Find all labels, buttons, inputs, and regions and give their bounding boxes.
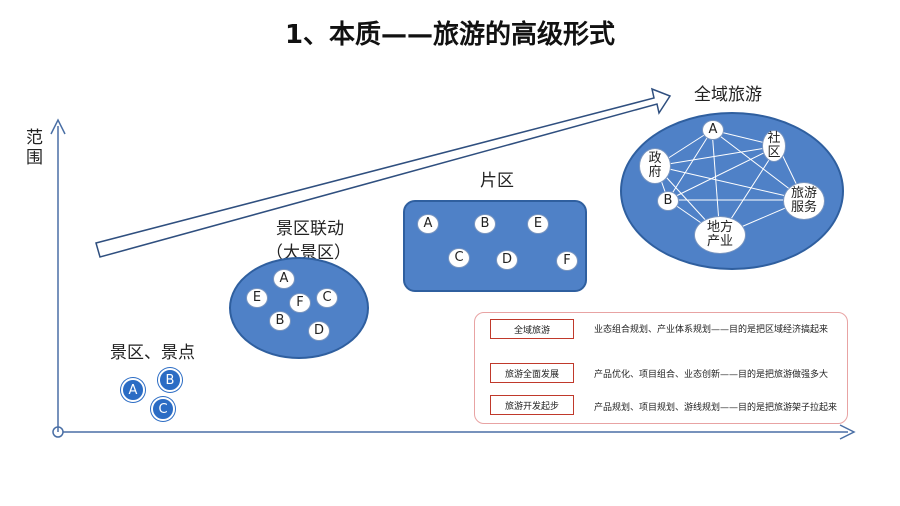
- stage4-node-community: 社区: [762, 130, 786, 162]
- stage1-label: 景区、景点: [110, 343, 195, 363]
- stage2-node-f: F: [289, 293, 311, 313]
- page-title: 1、本质——旅游的高级形式: [284, 20, 616, 50]
- legend-desc-global: 业态组合规划、产业体系规划——目的是把区域经济搞起来: [594, 325, 829, 335]
- stage1-node-b: B: [158, 368, 182, 392]
- stage4-node-b: B: [657, 191, 679, 211]
- legend-desc-initial: 产品规划、项目规划、游线规划——目的是把旅游架子拉起来: [594, 403, 838, 413]
- stage1-node-c: C: [151, 397, 175, 421]
- stage3-label: 片区: [480, 171, 514, 191]
- stage2-label: 景区联动: [276, 219, 344, 239]
- stage3-node-a: A: [417, 214, 439, 234]
- stage4-node-government: 政府: [639, 148, 671, 184]
- growth-arrow: [95, 87, 672, 258]
- stage3-node-c: C: [448, 248, 470, 268]
- legend-stage-full-development: 旅游全面发展: [490, 363, 574, 383]
- y-axis: [50, 118, 66, 432]
- stage1-node-a: A: [121, 378, 145, 402]
- stage3-node-f: F: [556, 251, 578, 271]
- stage3-node-d: D: [496, 250, 518, 270]
- stage2-node-d: D: [308, 321, 330, 341]
- stage2-node-b: B: [269, 311, 291, 331]
- stage4-node-local-industry: 地方产业: [694, 216, 746, 254]
- legend-stage-initial: 旅游开发起步: [490, 395, 574, 415]
- x-axis: [52, 424, 856, 440]
- stage2-node-c: C: [316, 288, 338, 308]
- stage2-node-a: A: [273, 269, 295, 289]
- stage2-node-e: E: [246, 288, 268, 308]
- legend-stage-global: 全域旅游: [490, 319, 574, 339]
- stage3-node-b: B: [474, 214, 496, 234]
- y-axis-label: 范围: [26, 128, 43, 168]
- stage4-label: 全域旅游: [694, 85, 762, 105]
- stage4-node-a: A: [702, 120, 724, 140]
- legend-desc-full-development: 产品优化、项目组合、业态创新——目的是把旅游做强多大: [594, 370, 829, 380]
- stage3-node-e: E: [527, 214, 549, 234]
- stage4-node-tourism-service: 旅游服务: [783, 182, 825, 220]
